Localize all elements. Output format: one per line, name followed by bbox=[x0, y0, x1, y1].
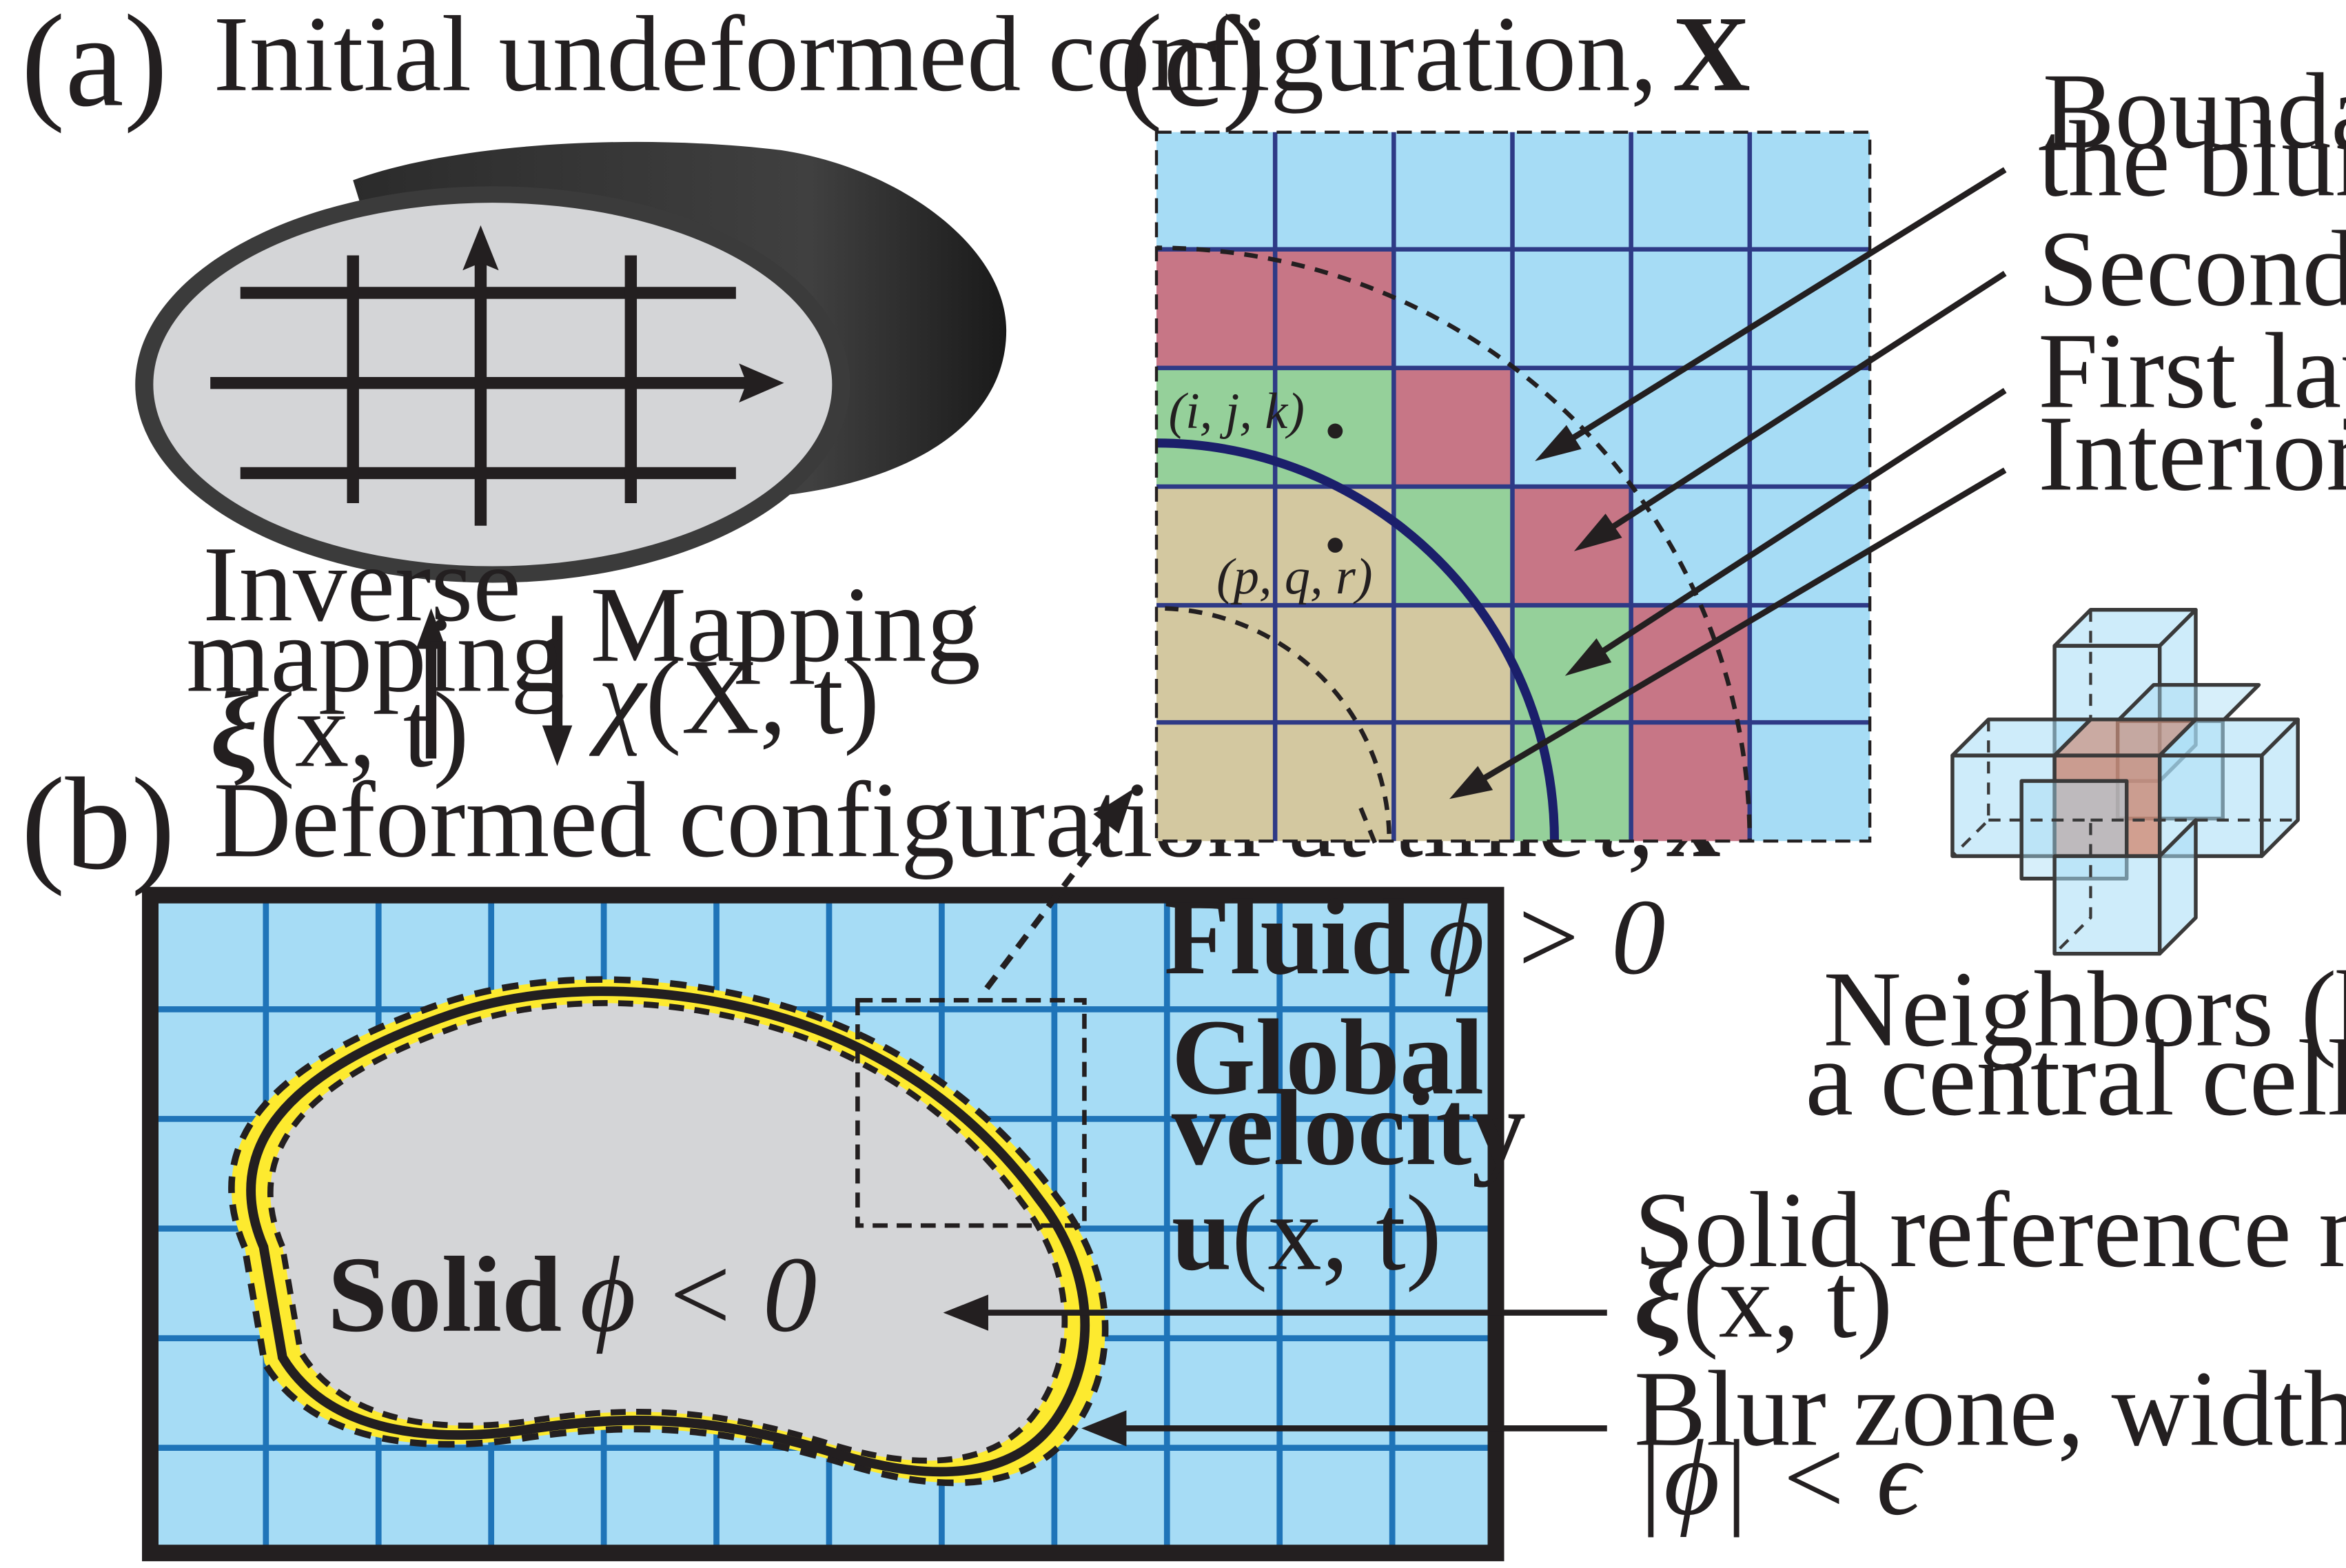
grid-cell bbox=[1394, 367, 1513, 487]
second-layer-label: Second layer bbox=[2038, 208, 2346, 328]
first-layer-label: First layer bbox=[2038, 311, 2346, 431]
second-layer-pointer-head bbox=[1573, 513, 1622, 551]
boundary-label-line2: the blur zone bbox=[2038, 99, 2346, 218]
reference-map-pointer bbox=[943, 1294, 1607, 1331]
cell-ijk-dot bbox=[1327, 423, 1343, 439]
velocity-formula: u(x, t) bbox=[1172, 1172, 1442, 1292]
velocity-label-line1: Global bbox=[1172, 997, 1484, 1117]
zoomed-grid-border bbox=[1154, 130, 1872, 843]
solid-interface bbox=[246, 986, 1090, 1477]
layer-pointers bbox=[1478, 167, 2007, 784]
grid-cell bbox=[1749, 722, 1870, 842]
ellipsoid-body-icon bbox=[135, 141, 1007, 583]
zoom-arrow bbox=[984, 788, 1134, 990]
cell-pqr-label: (p, q, r) bbox=[1216, 549, 1372, 605]
grid-cell bbox=[1394, 249, 1513, 368]
solid-region bbox=[267, 1000, 1068, 1464]
grid-cell bbox=[1631, 132, 1750, 250]
grid-cell bbox=[1275, 249, 1394, 368]
grid-cell bbox=[1512, 132, 1631, 250]
mapping-arrow bbox=[542, 615, 573, 766]
grid-cell bbox=[1156, 132, 1276, 250]
neighbors-label-line2: a central cell (orange) bbox=[1805, 1018, 2346, 1138]
grid-cell bbox=[1156, 487, 1276, 606]
grid-cell bbox=[1275, 722, 1394, 842]
layer-pointer-heads bbox=[1449, 425, 1622, 800]
boundary-pointer bbox=[1567, 167, 2007, 443]
zoom-boundary-tail bbox=[1358, 807, 1380, 850]
grid-cell bbox=[1631, 249, 1750, 368]
grid-cell bbox=[1631, 367, 1750, 487]
blur-zone-pointer bbox=[1081, 1410, 1607, 1447]
mapping-formula: χ(X, t) bbox=[589, 636, 879, 756]
zoomed-cells bbox=[1156, 132, 1870, 842]
grid-cell bbox=[1631, 605, 1750, 723]
solid-body bbox=[228, 976, 1109, 1487]
grid-cell bbox=[1156, 605, 1276, 723]
mapping-line1: Mapping bbox=[591, 564, 981, 684]
second-layer-pointer bbox=[1608, 270, 2007, 531]
grid-cell bbox=[1156, 249, 1276, 368]
panel-a-title: Initial undeformed configuration,X bbox=[214, 0, 1751, 114]
grid-cell bbox=[1631, 722, 1750, 842]
interior-pointer-head bbox=[1449, 766, 1493, 800]
neighbors-label-line1: Neighbors (blue) of bbox=[1824, 949, 2346, 1069]
panel-c-label: (c) bbox=[1119, 0, 1266, 134]
interior-label: Interior bbox=[2038, 393, 2346, 513]
reference-map-formula: ξ(x, t) bbox=[1634, 1240, 1893, 1360]
grid-cell bbox=[1749, 132, 1870, 250]
blur-zone-condition: |ϕ| < ϵ bbox=[1634, 1418, 1924, 1538]
reference-map-label: Solid reference map bbox=[1634, 1170, 2346, 1290]
grid-cell bbox=[1394, 722, 1513, 842]
grid-cell bbox=[1275, 605, 1394, 723]
grid-cell bbox=[1156, 367, 1276, 487]
grid-cell bbox=[1512, 249, 1631, 368]
velocity-label-line2: velocity bbox=[1172, 1068, 1526, 1188]
material-axis-arrowhead-y bbox=[462, 225, 499, 271]
first-layer-pointer-head bbox=[1564, 638, 1612, 676]
zoom-region-box bbox=[855, 998, 1087, 1228]
panel-b-label: (b) bbox=[21, 751, 176, 897]
inverse-mapping-line1: Inverse bbox=[203, 524, 521, 644]
fluid-domain-border bbox=[142, 886, 1504, 1562]
first-layer-pointer bbox=[1598, 387, 2007, 656]
grid-cell bbox=[1394, 132, 1513, 250]
cube-hidden-edges bbox=[1951, 609, 2298, 955]
zoomed-grid: (i, j, k) (p, q, r) bbox=[1154, 130, 1872, 850]
panel-a-label: (a) bbox=[21, 0, 168, 134]
inverse-mapping-formula: ξ(x, t) bbox=[210, 669, 469, 789]
grid-cell bbox=[1394, 487, 1513, 606]
grid-cell bbox=[1156, 722, 1276, 842]
inverse-mapping-line2: mapping bbox=[186, 594, 564, 714]
grid-cell bbox=[1749, 605, 1870, 723]
boundary-label-line1: Boundary of bbox=[2043, 51, 2346, 171]
grid-cell bbox=[1512, 367, 1631, 487]
material-grid bbox=[210, 255, 751, 526]
blur-zone-label: Blur zone, width 2ϵ bbox=[1634, 1348, 2346, 1468]
cell-ijk-label: (i, j, k) bbox=[1168, 383, 1304, 440]
interior-pointer bbox=[1478, 467, 2007, 784]
inverse-mapping-arrow bbox=[416, 608, 447, 759]
material-axis-arrowhead-x bbox=[739, 363, 784, 403]
grid-cell bbox=[1512, 722, 1631, 842]
grid-cell bbox=[1512, 487, 1631, 606]
cell-pqr-dot bbox=[1327, 538, 1343, 553]
grid-cell bbox=[1275, 132, 1394, 250]
boundary-pointer-head bbox=[1535, 425, 1582, 461]
cube-neighbors-icon bbox=[1950, 607, 2300, 956]
